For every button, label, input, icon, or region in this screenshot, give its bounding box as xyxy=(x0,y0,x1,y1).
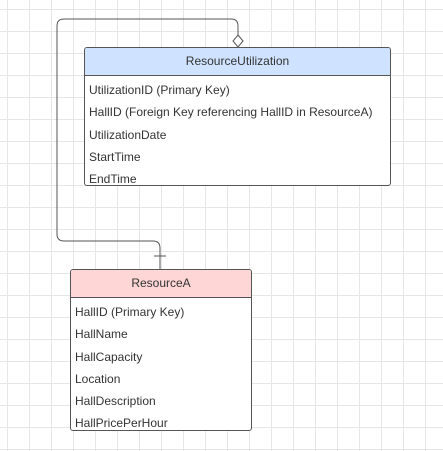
field-hall-name: HallName xyxy=(75,327,128,342)
entity-resource-utilization[interactable]: ResourceUtilization UtilizationID (Prima… xyxy=(84,47,391,186)
field-utilization-date: UtilizationDate xyxy=(89,127,167,142)
aggregation-diamond-marker xyxy=(232,34,244,48)
field-start-time: StartTime xyxy=(89,149,141,164)
field-utilization-id: UtilizationID (Primary Key) xyxy=(89,83,230,97)
field-hall-price-per-hour: HallPricePerHour xyxy=(75,416,168,431)
field-hall-id: HallID (Primary Key) xyxy=(75,305,185,319)
field-hall-id-foreign-key: HallID (Foreign Key referencing HallID i… xyxy=(89,105,373,120)
entity-title: ResourceUtilization xyxy=(85,48,390,76)
entity-field-list: HallID (Primary Key) HallName HallCapaci… xyxy=(71,298,251,431)
field-end-time: EndTime xyxy=(89,172,137,186)
entity-resource-a[interactable]: ResourceA HallID (Primary Key) HallName … xyxy=(70,269,252,431)
entity-title: ResourceA xyxy=(71,270,251,298)
field-location: Location xyxy=(75,371,121,386)
entity-field-list: UtilizationID (Primary Key) HallID (Fore… xyxy=(85,76,390,186)
field-hall-capacity: HallCapacity xyxy=(75,349,143,364)
field-hall-description: HallDescription xyxy=(75,394,156,409)
